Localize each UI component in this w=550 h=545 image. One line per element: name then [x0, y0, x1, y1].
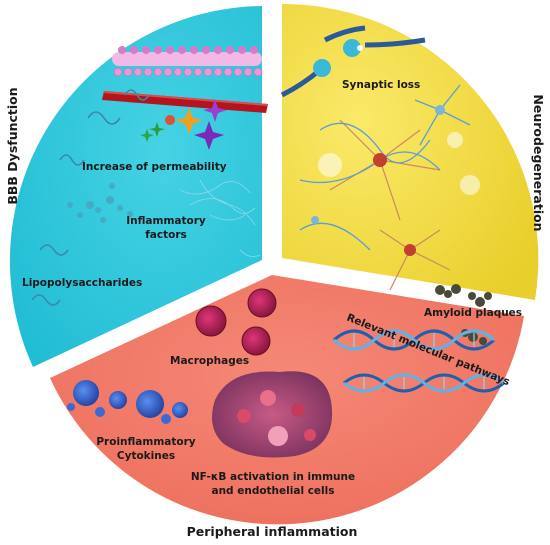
section-title-neurodegeneration: Neurodegeneration	[531, 94, 546, 231]
peripheral-illustrations	[67, 288, 505, 458]
inflammatory-fibers	[179, 179, 261, 258]
label-synaptic-loss: Synaptic loss	[342, 79, 420, 91]
label-lipopolysaccharides: Lipopolysaccharides	[22, 277, 142, 289]
label-macrophages: Macrophages	[170, 355, 249, 367]
label-inflammatory-factors-line2: factors	[145, 229, 187, 241]
section-title-peripheral-inflammation: Peripheral inflammation	[187, 524, 358, 539]
macrophage-cells-illustration	[195, 288, 277, 356]
nfkb-tissue-illustration	[212, 371, 333, 458]
label-nfkb-activation-line1: NF-κB activation in immune	[191, 471, 355, 483]
bbb-dna-curls	[31, 89, 150, 306]
label-amyloid-plaques: Amyloid plaques	[424, 307, 522, 319]
glial-cells-illustration	[140, 99, 227, 150]
bbb-illustrations	[31, 46, 268, 306]
neuro-illustrations	[280, 25, 492, 345]
section-title-bbb-dysfunction: BBB Dysfunction	[5, 87, 20, 204]
amyloid-plaques-illustration	[435, 284, 492, 345]
synapse-illustration	[280, 25, 426, 98]
cytokine-clusters-illustration	[67, 380, 188, 424]
bbb-dysfunction-sector	[9, 6, 262, 367]
label-inflammatory-factors-line1: Inflammatory	[126, 215, 206, 227]
endothelial-cells-illustration	[112, 46, 263, 77]
label-increase-permeability: Increase of permeability	[82, 161, 227, 173]
label-proinflammatory-cytokines-line2: Cytokines	[117, 450, 175, 462]
dna-helices-illustration	[332, 329, 505, 393]
label-proinflammatory-cytokines-line1: Proinflammatory	[96, 436, 195, 448]
blood-vessel-illustration	[102, 91, 268, 113]
label-nfkb-activation-line2: and endothelial cells	[211, 485, 334, 497]
lps-particles	[67, 183, 133, 223]
